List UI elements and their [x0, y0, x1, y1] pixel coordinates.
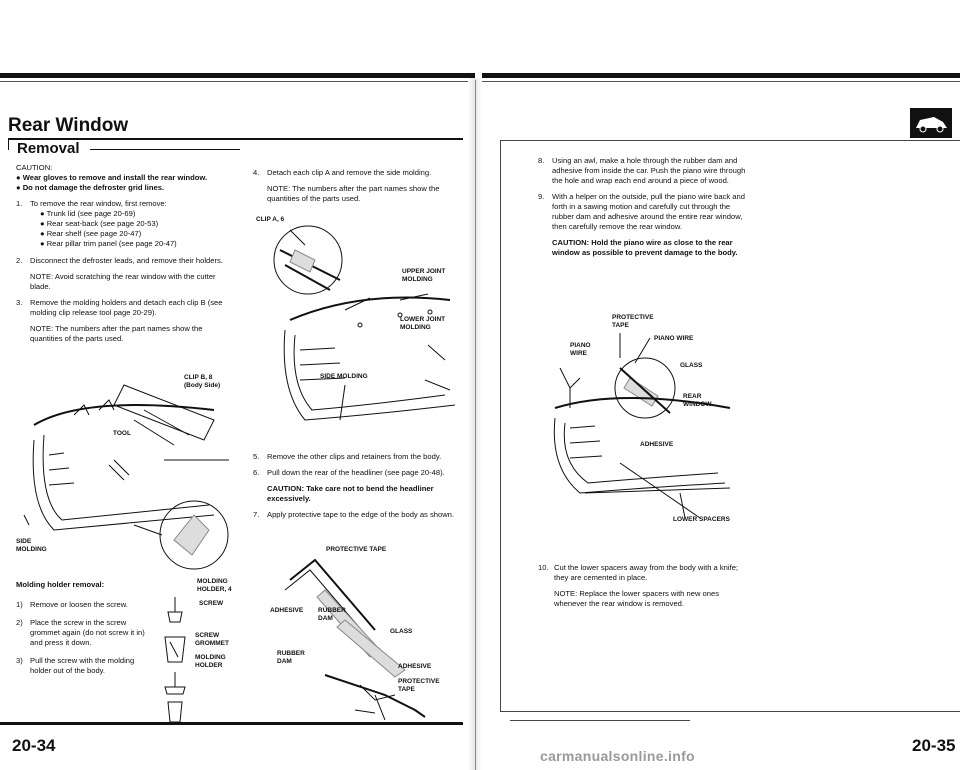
headliner-caution: CAUTION: Take care not to bend the headl…	[267, 484, 434, 503]
top-rule-left	[0, 73, 475, 78]
figure-protective-tape	[284, 558, 426, 720]
caution-2: Do not damage the defroster grid lines.	[22, 183, 165, 192]
figure-piano-wire	[553, 333, 731, 519]
section-tab-car-icon	[910, 108, 952, 138]
middle-steps: 5.Remove the other clips and retainers f…	[253, 452, 463, 526]
right-box	[500, 140, 960, 712]
piano-wire-caution: CAUTION: Hold the piano wire as close to…	[552, 238, 738, 257]
label-side-molding-mid: SIDE MOLDING	[320, 373, 368, 380]
section-rule	[90, 149, 240, 150]
step-1: 1. To remove the rear window, first remo…	[16, 199, 177, 248]
caution-heading: CAUTION:	[16, 163, 53, 172]
right-steps-top: 8.Using an awl, make a hole through the …	[538, 156, 748, 264]
page-title: Rear Window	[8, 115, 129, 136]
section-title: Removal	[17, 140, 84, 157]
label-protective-tape-top: PROTECTIVE TAPE	[326, 546, 387, 553]
watermark: carmanualsonline.info	[540, 748, 695, 764]
step-2: 2. Disconnect the defroster leads, and r…	[16, 256, 223, 291]
step-10: 10. Cut the lower spacers away from the …	[538, 563, 739, 608]
label-glass-r: GLASS	[680, 362, 703, 369]
left-bottom-rule	[0, 722, 463, 725]
gutter-line	[475, 80, 476, 770]
figure-screw-holder	[164, 597, 186, 723]
label-adhesive-b: ADHESIVE	[398, 663, 432, 670]
figure-molding-clip	[23, 384, 229, 570]
label-clip-a: CLIP A, 6	[256, 216, 285, 223]
top-rule-right-thin	[482, 81, 960, 82]
label-piano-wire: PIANO WIRE	[654, 335, 694, 342]
label-clip-b: CLIP B, 8(Body Side)	[184, 374, 221, 389]
holder-removal: Molding holder removal: 1)Remove or loos…	[16, 580, 154, 676]
title-rule	[8, 138, 463, 140]
label-tool: TOOL	[113, 430, 131, 437]
top-rule-right	[482, 73, 960, 78]
holder-heading: Molding holder removal:	[16, 580, 105, 589]
label-lower-spacers: LOWER SPACERS	[673, 516, 730, 523]
page-number-left: 20-34	[12, 736, 56, 755]
top-rule-left-thin	[0, 81, 475, 82]
step-4: 4. Detach each clip A and remove the sid…	[253, 168, 440, 203]
label-screw: SCREW	[199, 600, 224, 607]
section-bracket	[8, 140, 9, 150]
left-text-col: CAUTION: ● Wear gloves to remove and ins…	[16, 163, 231, 350]
caution-1: Wear gloves to remove and install the re…	[22, 173, 208, 182]
figure-rear-window-moldings	[273, 225, 456, 421]
label-glass: GLASS	[390, 628, 413, 635]
label-adhesive-r: ADHESIVE	[640, 441, 674, 448]
step-3: 3. Remove the molding holders and detach…	[16, 298, 223, 343]
label-adhesive: ADHESIVE	[270, 607, 304, 614]
page-number-right: 20-35	[912, 736, 956, 755]
right-bottom-rule	[510, 720, 690, 721]
